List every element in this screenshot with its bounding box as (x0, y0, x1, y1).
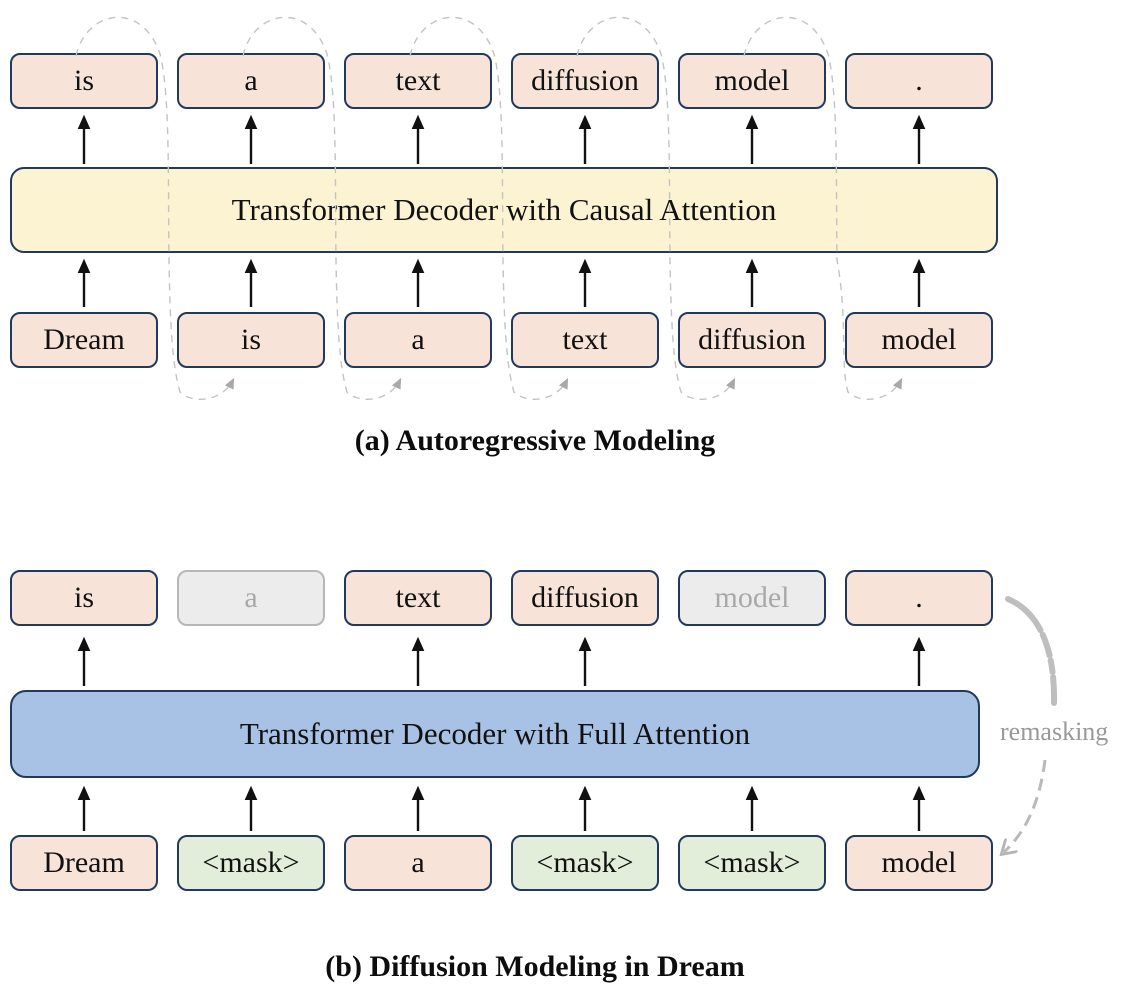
b-output-arrows (77, 636, 926, 686)
b-input-token-dream: Dream (10, 835, 158, 891)
b-output-token-a-masked: a (177, 570, 325, 626)
a-input-token-diffusion: diffusion (678, 312, 826, 368)
a-input-token-text: text (511, 312, 659, 368)
a-input-token-dream: Dream (10, 312, 158, 368)
a-input-token-model: model (845, 312, 993, 368)
a-input-token-is: is (177, 312, 325, 368)
b-input-token-mask-2: <mask> (511, 835, 659, 891)
causal-decoder-box: Transformer Decoder with Causal Attentio… (10, 167, 998, 253)
b-output-token-is: is (10, 570, 158, 626)
a-output-arrows (77, 114, 926, 164)
a-output-token-diffusion: diffusion (511, 53, 659, 109)
full-attention-decoder-box: Transformer Decoder with Full Attention (10, 690, 980, 778)
b-output-token-period: . (845, 570, 993, 626)
causal-decoder-label: Transformer Decoder with Causal Attentio… (231, 192, 777, 227)
a-input-token-a: a (344, 312, 492, 368)
b-input-arrows (77, 785, 926, 831)
b-output-token-diffusion: diffusion (511, 570, 659, 626)
remasking-arrow-bottom (1004, 759, 1047, 852)
b-input-token-model: model (845, 835, 993, 891)
b-input-token-mask-3: <mask> (678, 835, 826, 891)
remasking-arrow-top (1005, 596, 1058, 706)
caption-b: (b) Diffusion Modeling in Dream (325, 950, 745, 983)
a-output-token-period: . (845, 53, 993, 109)
a-output-token-model: model (678, 53, 826, 109)
b-output-token-text: text (344, 570, 492, 626)
a-input-arrows (77, 258, 926, 307)
a-output-token-a: a (177, 53, 325, 109)
full-attention-decoder-label: Transformer Decoder with Full Attention (239, 716, 751, 751)
caption-a: (a) Autoregressive Modeling (354, 424, 716, 457)
b-input-token-a: a (344, 835, 492, 891)
b-output-token-model-masked: model (678, 570, 826, 626)
a-output-token-is: is (10, 53, 158, 109)
b-input-token-mask-1: <mask> (177, 835, 325, 891)
a-output-token-text: text (344, 53, 492, 109)
remasking-label: remasking (1000, 717, 1109, 746)
